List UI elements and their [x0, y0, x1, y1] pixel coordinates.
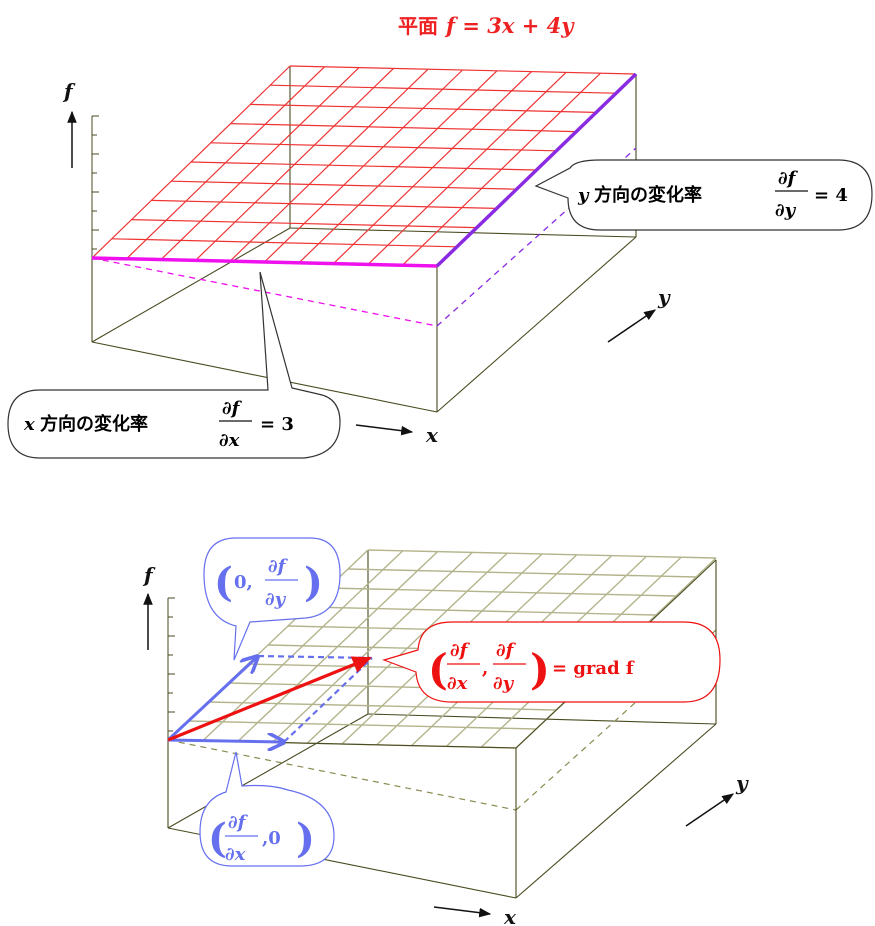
top-plane-grid — [91, 65, 636, 267]
bottom-grid-line-x — [327, 587, 677, 597]
partial-y-callout: ( 0, ∂f ∂y ) — [203, 537, 341, 661]
y-rate-numerator: ∂f — [778, 168, 799, 189]
gradient-paren-close: ) — [530, 645, 550, 694]
partial-x-denominator: ∂x — [225, 844, 246, 865]
top-x-edge — [91, 256, 438, 268]
gradient-rhs: = grad f — [552, 658, 635, 679]
gradient-denominator-1: ∂x — [447, 673, 468, 694]
partial-y-numerator: ∂f — [268, 556, 289, 577]
top-box-front-edges — [91, 74, 637, 413]
title-kanji: 平面 — [398, 14, 438, 38]
top-y-axis-label: y — [657, 285, 671, 309]
bottom-y-axis-label: y — [735, 771, 749, 795]
bottom-figure: f y x ( 0, ∂f ∂y ) ( ∂f ∂x ,0 ) ( — [142, 537, 749, 926]
top-x-projection-dashed — [91, 257, 438, 327]
bottom-grid-line-x — [367, 549, 717, 559]
gradient-comma: , — [482, 658, 488, 679]
bottom-grid-line-x — [307, 606, 657, 616]
x-rate-var: x — [23, 414, 35, 435]
gradient-numerator-2: ∂f — [496, 640, 517, 661]
gradient-numerator-1: ∂f — [450, 640, 471, 661]
partial-y-denominator: ∂y — [265, 589, 287, 610]
partial-x-last: ,0 — [262, 828, 281, 849]
top-grid-line-x — [190, 161, 537, 171]
top-grid-line-x — [270, 84, 616, 94]
figure-title: 平面 f = 3x + 4y — [398, 10, 573, 42]
vector-gradient — [167, 656, 372, 742]
partial-x-paren-close: ) — [296, 815, 315, 862]
partial-y-paren-close: ) — [304, 559, 323, 606]
top-grid-line-y — [367, 71, 567, 265]
bottom-x-axis-label: x — [503, 905, 517, 926]
x-rate-numerator: ∂f — [222, 398, 243, 419]
y-rate-callout: y 方向の変化率 ∂f ∂y = 4 — [534, 159, 873, 231]
top-box-back-edges — [91, 66, 637, 343]
partial-x-callout: ( ∂f ∂x ,0 ) — [199, 751, 335, 867]
bottom-f-axis-ticks — [167, 597, 175, 740]
x-rate-callout: x 方向の変化率 ∂f ∂x = 3 — [7, 271, 341, 459]
vector-x-dashed — [283, 657, 373, 743]
bottom-f-axis-label: f — [142, 563, 156, 587]
partial-x-paren-open: ( — [208, 815, 227, 862]
title-equation: f = 3x + 4y — [446, 13, 574, 38]
top-grid-line-x — [230, 123, 576, 133]
gradient-denominator-2: ∂y — [493, 673, 515, 694]
top-f-axis-ticks — [91, 115, 99, 258]
top-grid-line-y — [298, 70, 498, 264]
top-grid-line-x — [210, 142, 556, 152]
top-y-edge — [435, 72, 638, 268]
top-grid-line-y — [333, 71, 532, 265]
gradient-paren-open: ( — [428, 645, 448, 694]
partial-y-paren-open: ( — [214, 559, 233, 606]
y-rate-value: = 4 — [814, 185, 848, 206]
vector-y-dashed — [257, 654, 373, 660]
vector-partial-x — [167, 740, 282, 742]
bottom-y-axis-arrow — [685, 793, 734, 827]
partial-x-numerator: ∂f — [228, 812, 249, 833]
y-rate-var: y — [577, 185, 590, 206]
top-x-axis-arrow — [355, 424, 414, 436]
bottom-grid-line-x — [347, 568, 697, 578]
bottom-x-axis-arrow — [433, 906, 492, 918]
top-grid-line-y — [402, 72, 601, 266]
x-rate-value: = 3 — [260, 414, 294, 435]
y-rate-denominator: ∂y — [775, 200, 797, 221]
partial-y-first: 0, — [234, 572, 253, 593]
top-x-axis-label: x — [425, 423, 439, 447]
bottom-projection-dashed — [167, 739, 517, 811]
top-grid-line-x — [250, 103, 596, 113]
y-rate-text: 方向の変化率 — [594, 184, 702, 206]
top-y-axis-arrow — [607, 309, 656, 343]
top-grid-line-x — [289, 65, 636, 75]
gradient-callout: ( ∂f ∂x , ∂f ∂y ) = grad f — [382, 621, 721, 703]
x-rate-denominator: ∂x — [219, 430, 240, 451]
x-rate-text: 方向の変化率 — [40, 413, 148, 435]
top-figure: f y x x 方向の変化率 ∂f ∂x = 3 y 方向の変化率 ∂f ∂y … — [7, 65, 873, 459]
vector-partial-y — [166, 658, 256, 742]
top-f-axis-label: f — [62, 79, 76, 103]
